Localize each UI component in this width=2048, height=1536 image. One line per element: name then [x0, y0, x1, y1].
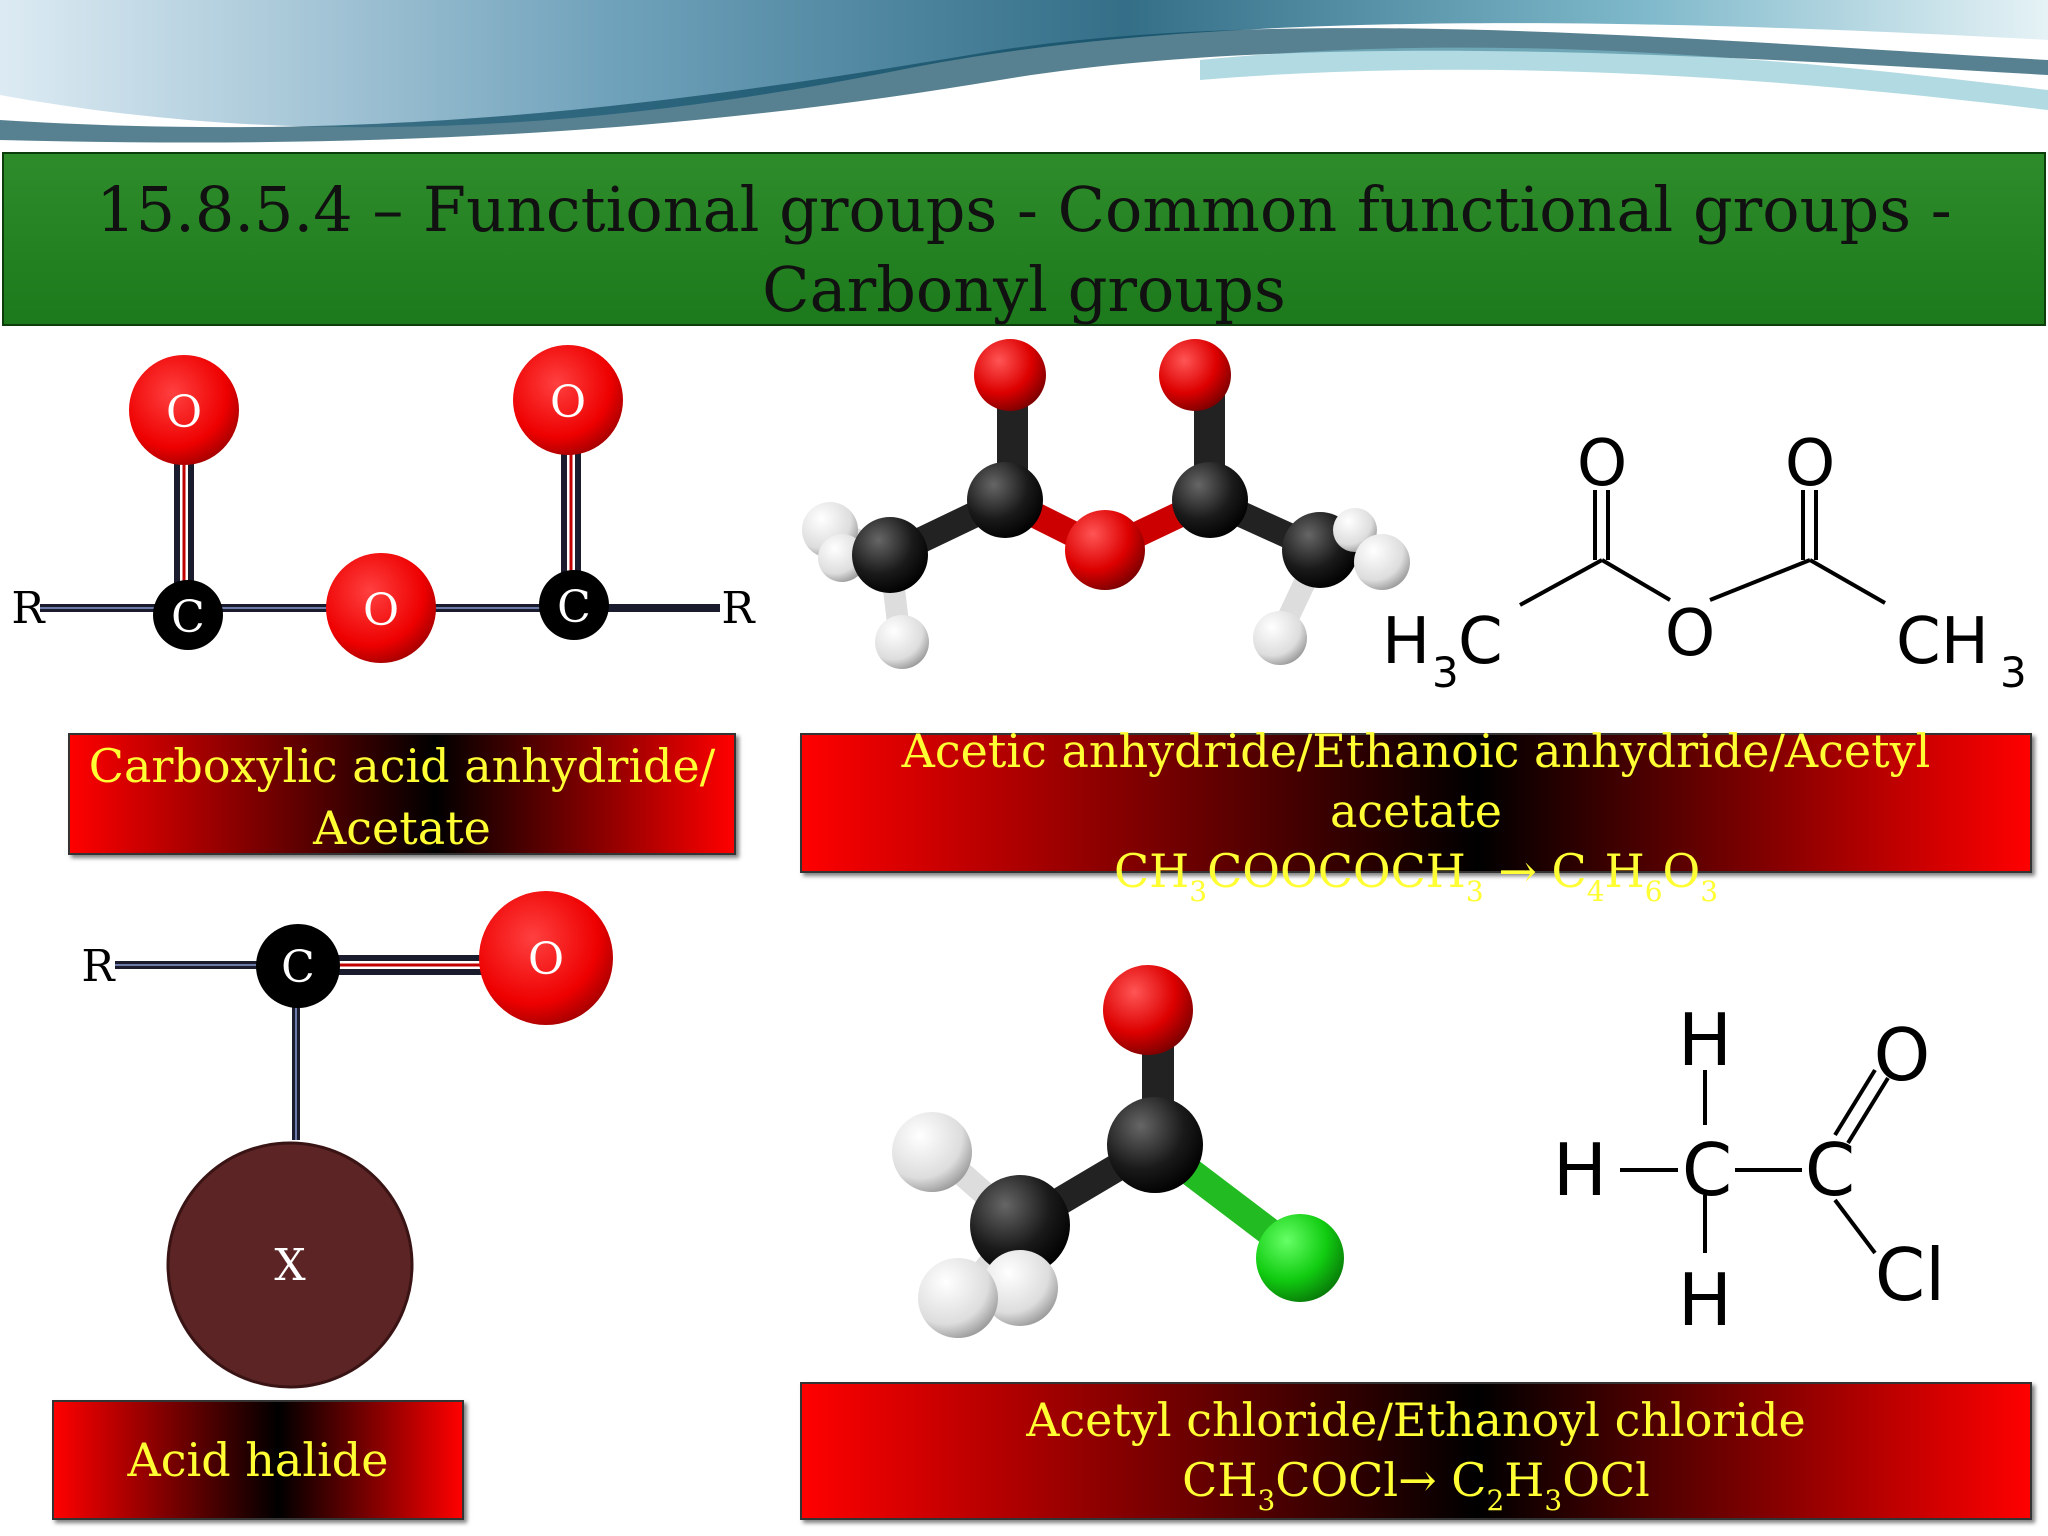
- acetic-label-line2: acetate: [1329, 784, 1503, 838]
- title-line-1: 15.8.5.4 – Functional groups - Common fu…: [96, 173, 1952, 246]
- skeletal-h3c-c: C: [1458, 605, 1503, 679]
- skeletal-h-top: H: [1678, 998, 1732, 1082]
- oxygen-atom: [479, 891, 613, 1025]
- skeletal-h3c-subscript: 3: [1432, 648, 1459, 697]
- skeletal-h3c-h: H: [1382, 605, 1430, 679]
- oxygen-atom-top-left: [129, 355, 239, 465]
- title-banner: [2, 152, 2046, 326]
- skeletal-ch3-subscript: 3: [2000, 648, 2027, 697]
- skeletal-o-left: O: [1577, 427, 1627, 501]
- anhydride-label-line1: Carboxylic acid anhydride/: [88, 739, 716, 793]
- r-group: R: [81, 941, 116, 992]
- skeletal-o-bridge: O: [1665, 597, 1715, 671]
- anhydride-label-box: Carboxylic acid anhydride/ Acetate: [68, 733, 736, 855]
- r-group-left: R: [11, 583, 46, 634]
- acetic-label-formula: CH3COOCOCH3 → C4H6O3: [1113, 844, 1719, 908]
- atom-label-c2: C: [557, 582, 591, 633]
- slide-title: 15.8.5.4 – Functional groups - Common fu…: [40, 170, 2008, 330]
- acetyl-chloride-label-box: Acetyl chloride/Ethanoyl chloride CH3COC…: [800, 1382, 2032, 1520]
- carbon-atom-left: [153, 580, 223, 650]
- acid-halide-label: Acid halide: [127, 1433, 389, 1487]
- acetyl-label-formula: CH3COCl→ C2H3OCl: [1182, 1453, 1650, 1517]
- atom-label-c: C: [281, 942, 315, 993]
- acetic-anhydride-label-box: Acetic anhydride/Ethanoic anhydride/Acet…: [800, 724, 2032, 906]
- atom-label-o1: O: [166, 387, 202, 438]
- title-line-2: Carbonyl groups: [762, 253, 1286, 326]
- acid-halide-structure-diagram: R C O X: [81, 891, 613, 1389]
- atom-label-x: X: [274, 1240, 306, 1291]
- atom-label-o: O: [528, 934, 564, 985]
- atom-label-o2: O: [550, 377, 586, 428]
- anhydride-label-line2: Acetate: [313, 801, 491, 855]
- skeletal-cl: Cl: [1875, 1233, 1945, 1317]
- acetic-anhydride-3d-model: [802, 339, 1410, 669]
- acid-halide-label-box: Acid halide: [52, 1400, 464, 1520]
- acetyl-chloride-3d-model: [892, 965, 1344, 1338]
- acetic-anhydride-skeletal-formula: O O O H 3 C CH 3: [1382, 427, 2027, 697]
- skeletal-c2: C: [1805, 1128, 1855, 1212]
- carbon-atom: [256, 924, 340, 1008]
- carbon-atom-right: [539, 570, 609, 640]
- acetic-label-line1: Acetic anhydride/Ethanoic anhydride/Acet…: [901, 724, 1931, 778]
- skeletal-c1: C: [1682, 1128, 1732, 1212]
- skeletal-o-right: O: [1785, 427, 1835, 501]
- skeletal-ch3-ch: CH: [1896, 605, 1989, 679]
- skeletal-h-bottom: H: [1678, 1258, 1732, 1342]
- oxygen-atom-bridge: [326, 553, 436, 663]
- skeletal-h-left: H: [1553, 1128, 1607, 1212]
- atom-label-o3: O: [363, 585, 399, 636]
- skeletal-o: O: [1874, 1013, 1931, 1097]
- anhydride-structure-diagram: O O O C C R R: [11, 345, 756, 663]
- atom-label-c1: C: [171, 592, 205, 643]
- acetyl-label-line1: Acetyl chloride/Ethanoyl chloride: [1026, 1393, 1806, 1447]
- oxygen-atom-top-right: [513, 345, 623, 455]
- acetyl-chloride-skeletal-formula: H H C C O H Cl: [1553, 998, 1945, 1342]
- halogen-atom: [166, 1141, 414, 1389]
- r-group-right: R: [721, 583, 756, 634]
- header-wave-banner: [0, 0, 2048, 150]
